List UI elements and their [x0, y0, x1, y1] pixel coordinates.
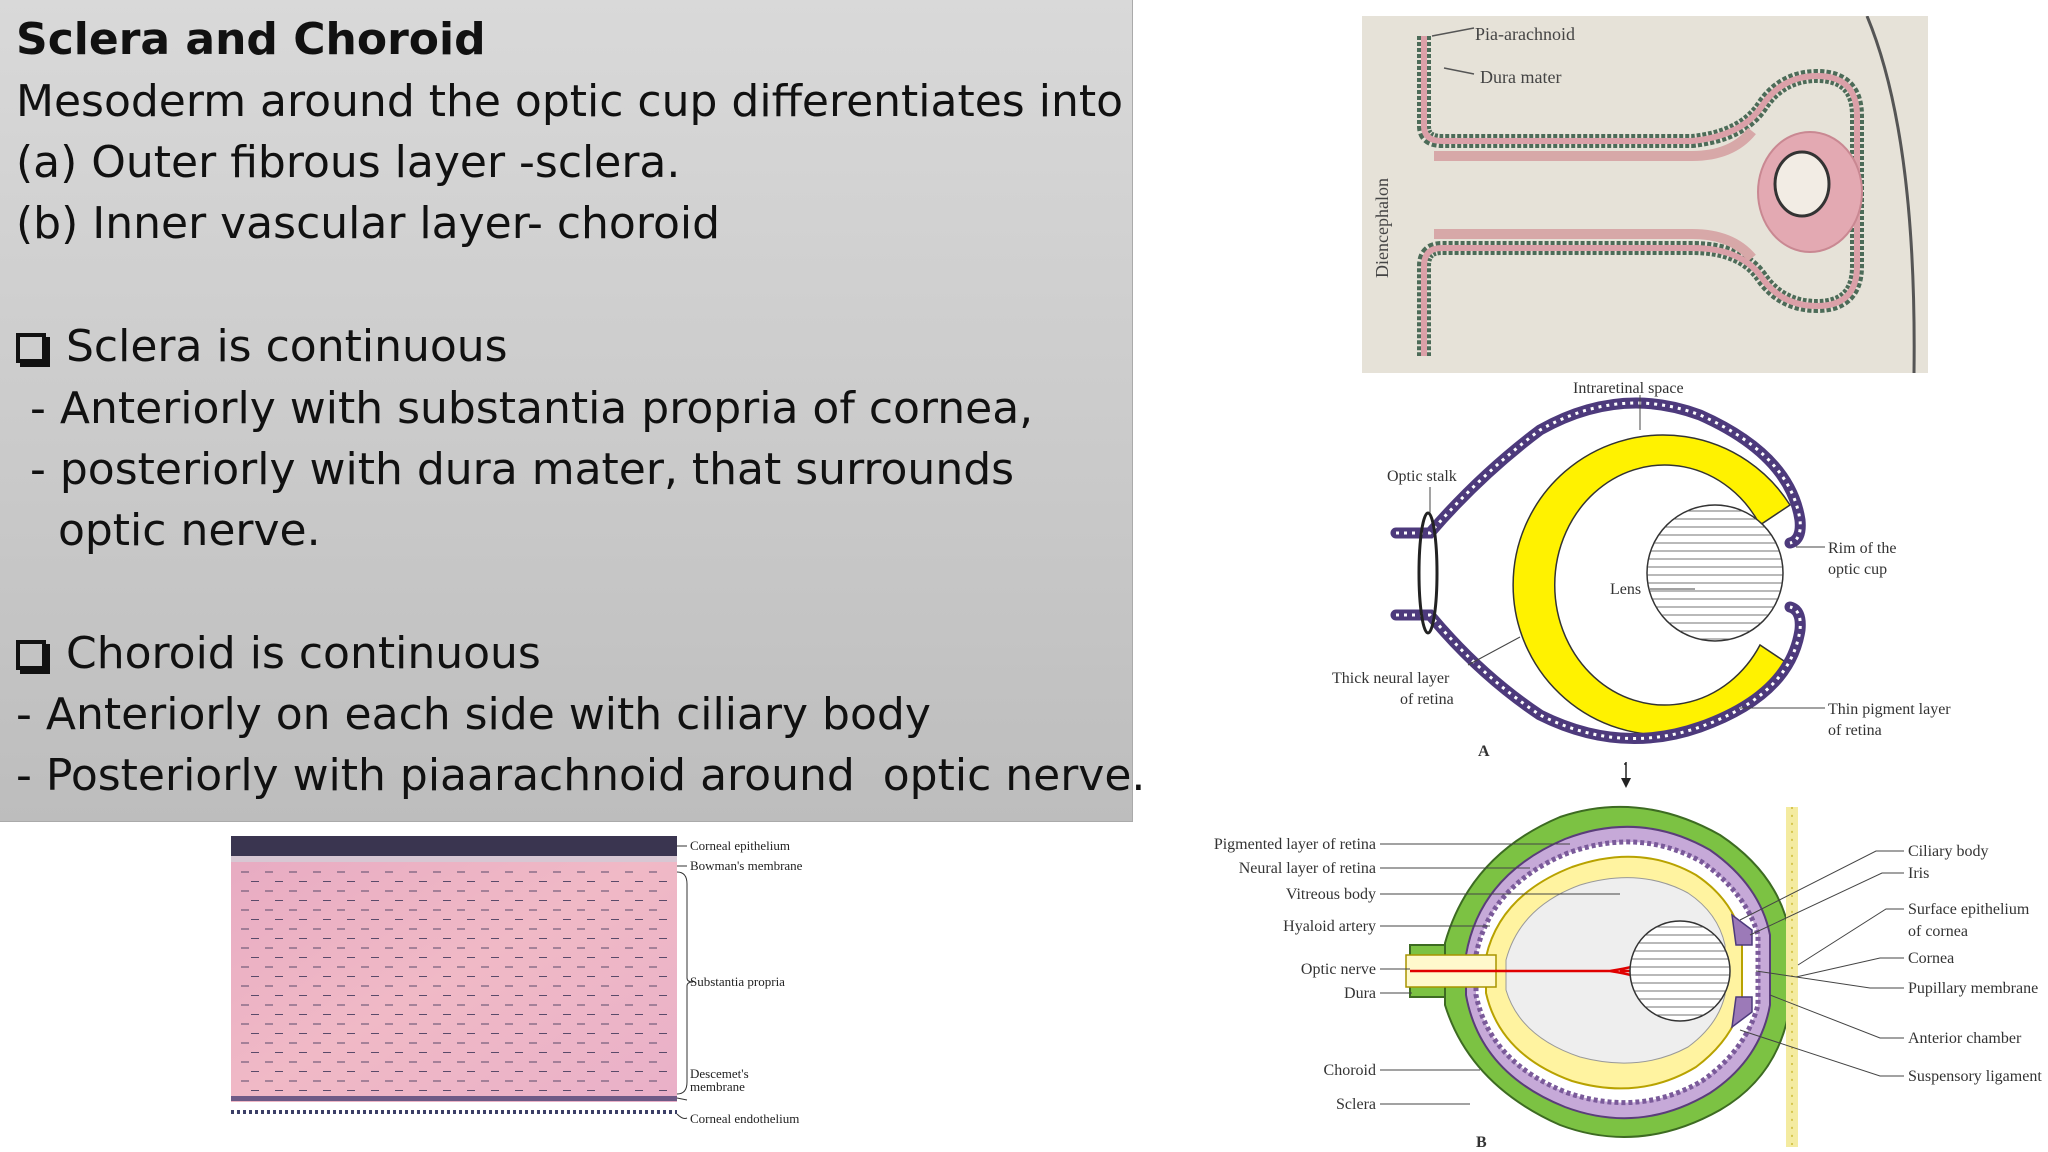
optic-stalk-ring — [1417, 511, 1439, 635]
left-label-column: Pigmented layer of retina Neural layer o… — [1214, 836, 1376, 1113]
bullet-choroid: Choroid is continuous — [16, 632, 541, 676]
label-pupillary-membrane: Pupillary membrane — [1908, 980, 2038, 997]
cornea-section-figure: Corneal epithelium Bowman's membrane Sub… — [231, 836, 803, 1126]
intro-line-3: (b) Inner vascular layer- choroid — [16, 198, 721, 249]
bullet-sclera-heading: Sclera is continuous — [66, 321, 508, 372]
label-cornea: Cornea — [1908, 950, 1954, 967]
checkbox-bullet-icon — [16, 640, 46, 670]
label-sclera: Sclera — [1336, 1096, 1376, 1113]
epithelium-layer — [231, 836, 677, 858]
iris-upper — [1731, 913, 1753, 946]
label-vitreous-body: Vitreous body — [1286, 886, 1376, 903]
panel-label-b: B — [1476, 1134, 1487, 1151]
label-dura: Dura — [1344, 985, 1376, 1002]
sclera-item-3: optic nerve. — [16, 505, 321, 556]
intro-line-2: (a) Outer fibrous layer -sclera. — [16, 137, 681, 188]
label-ciliary-body: Ciliary body — [1908, 843, 1988, 860]
stroma-fibers — [241, 871, 667, 1091]
sclera-item-1: - Anteriorly with substantia propria of … — [16, 383, 1034, 434]
intro-line-1: Mesoderm around the optic cup differenti… — [16, 76, 1124, 127]
label-hyaloid-artery: Hyaloid artery — [1283, 918, 1376, 935]
label-suspensory-ligament: Suspensory ligament — [1908, 1068, 2042, 1085]
lens-b — [1629, 920, 1731, 1022]
label-diencephalon: Diencephalon — [1372, 178, 1392, 278]
label-surface-epithelium-1: Surface epithelium — [1908, 901, 2030, 918]
label-pia-arachnoid: Pia-arachnoid — [1475, 24, 1575, 44]
choroid-item-1: - Anteriorly on each side with ciliary b… — [16, 689, 931, 740]
lens-fibers — [1647, 510, 1783, 640]
label-rim-2: optic cup — [1828, 561, 1887, 578]
label-choroid: Choroid — [1324, 1062, 1376, 1079]
label-descemet-1: Descemet's — [690, 1066, 749, 1081]
lens-vesicle — [1773, 150, 1831, 218]
label-substantia-propria: Substantia propria — [690, 974, 785, 989]
label-dura-mater: Dura mater — [1480, 67, 1561, 87]
slide-title: Sclera and Choroid — [16, 14, 486, 65]
label-thin-pigment-1: Thin pigment layer — [1828, 701, 1951, 718]
eye-figure: Pigmented layer of retina Neural layer o… — [1214, 805, 2042, 1151]
label-pigmented-layer: Pigmented layer of retina — [1214, 836, 1376, 853]
label-lens: Lens — [1610, 581, 1641, 598]
lens — [1646, 504, 1784, 642]
label-bowman: Bowman's membrane — [690, 858, 803, 873]
substantia-propria-layer — [231, 840, 677, 1102]
checkbox-bullet-icon — [16, 333, 46, 363]
label-intraretinal-space: Intraretinal space — [1573, 380, 1684, 397]
descemet-layer — [231, 1096, 677, 1101]
arrow-down-icon — [1621, 762, 1631, 788]
label-anterior-chamber: Anterior chamber — [1908, 1030, 2022, 1047]
bowman-layer — [231, 856, 677, 862]
label-descemet-2: membrane — [690, 1079, 745, 1094]
label-optic-nerve: Optic nerve — [1301, 961, 1376, 978]
text-panel: Sclera and Choroid Mesoderm around the o… — [0, 0, 1145, 822]
panel-label-a: A — [1478, 743, 1490, 760]
label-thin-pigment-2: of retina — [1828, 722, 1882, 739]
iris-lower — [1731, 996, 1753, 1029]
label-corneal-endothelium: Corneal endothelium — [690, 1111, 799, 1126]
sclera-item-2: - posteriorly with dura mater, that surr… — [16, 444, 1015, 495]
bullet-sclera: Sclera is continuous — [16, 325, 508, 369]
label-neural-layer: Neural layer of retina — [1239, 860, 1376, 877]
right-label-column: Ciliary body Iris Surface epithelium of … — [1908, 843, 2042, 1085]
label-rim-1: Rim of the — [1828, 540, 1896, 557]
optic-cup-figure: Intraretinal space Optic stalk Rim of th… — [1332, 380, 1951, 765]
bullet-choroid-heading: Choroid is continuous — [66, 628, 541, 679]
label-surface-epithelium-2: of cornea — [1908, 923, 1968, 940]
label-corneal-epithelium: Corneal epithelium — [690, 838, 790, 853]
lens-fibers-b — [1630, 926, 1730, 1016]
label-optic-stalk: Optic stalk — [1387, 468, 1457, 485]
label-thick-neural-1: Thick neural layer — [1332, 670, 1450, 687]
choroid-item-2: - Posteriorly with piaarachnoid around o… — [16, 750, 1146, 801]
meninges-figure: Pia-arachnoid Dura mater Diencephalon — [1362, 16, 1928, 373]
label-iris: Iris — [1908, 865, 1929, 882]
label-thick-neural-2: of retina — [1400, 691, 1454, 708]
